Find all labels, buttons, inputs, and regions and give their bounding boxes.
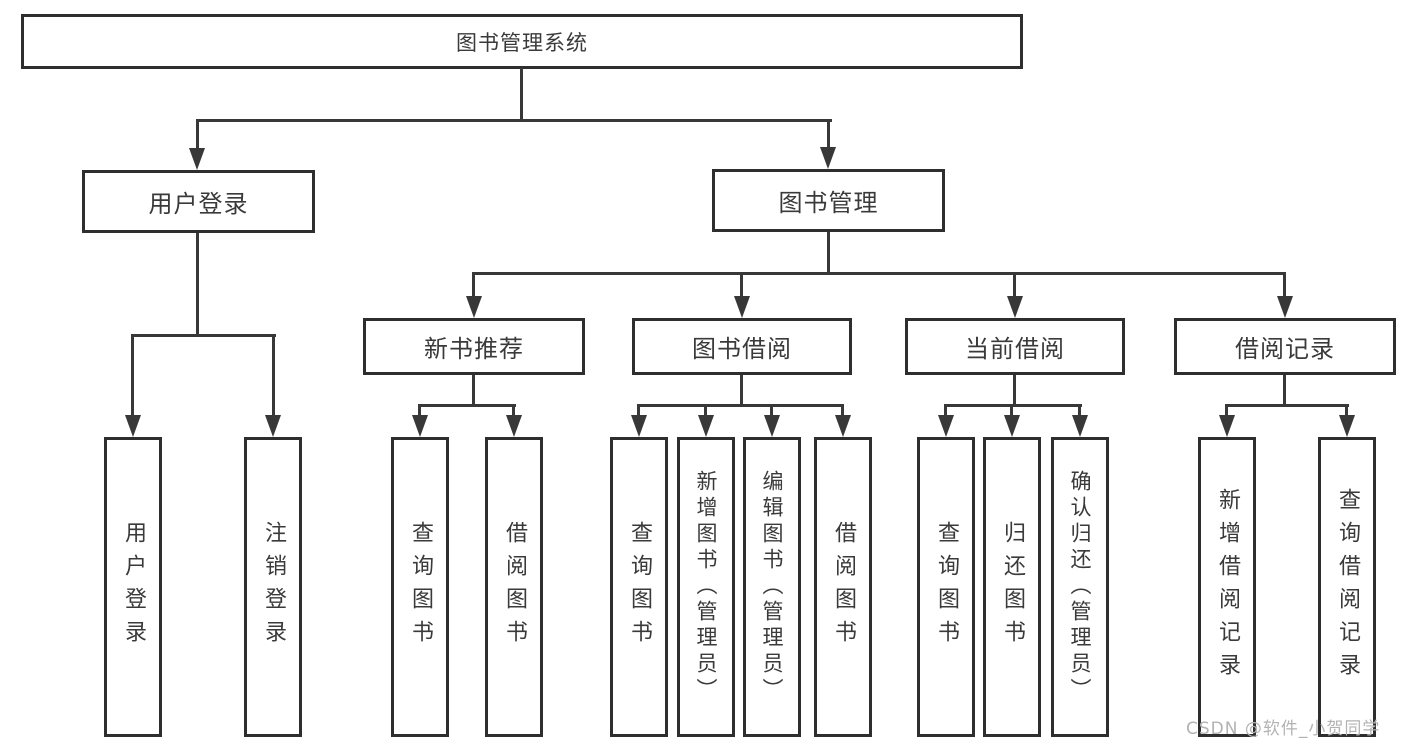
node-user-login: 用户登录 — [82, 170, 315, 233]
connector-line — [472, 375, 475, 406]
connector-line — [512, 404, 515, 419]
leaf-query-borrow-record: 查询借阅记录 — [1318, 437, 1376, 737]
connector-line — [1078, 404, 1081, 419]
connector-line — [1283, 375, 1286, 406]
connector-line — [1225, 404, 1228, 419]
arrow-down-icon — [764, 415, 780, 437]
leaf-label: 归还图书 — [1000, 521, 1025, 653]
connector-line — [944, 404, 947, 419]
node-root-label: 图书管理系统 — [456, 30, 588, 55]
arrow-down-icon — [1219, 415, 1235, 437]
leaf-query-books-borrow: 查询图书 — [610, 437, 668, 737]
arrow-down-icon — [189, 148, 205, 170]
connector-line — [418, 404, 516, 407]
node-user-login-label: 用户登录 — [148, 190, 249, 218]
connector-line — [1013, 375, 1016, 406]
node-root: 图书管理系统 — [21, 14, 1023, 69]
arrow-down-icon — [734, 296, 750, 318]
arrow-down-icon — [412, 415, 428, 437]
connector-line — [944, 404, 1082, 407]
connector-line — [272, 334, 275, 419]
node-current-borrow: 当前借阅 — [905, 318, 1125, 375]
arrow-down-icon — [835, 415, 851, 437]
connector-line — [472, 272, 1286, 275]
node-borrow-records: 借阅记录 — [1174, 318, 1396, 375]
connector-line — [131, 334, 276, 337]
csdn-watermark: CSDN @软件_小贺同学 — [1186, 719, 1381, 739]
connector-line — [1225, 404, 1349, 407]
connector-line — [131, 334, 134, 419]
connector-line — [520, 68, 523, 121]
arrow-down-icon — [1004, 415, 1020, 437]
leaf-borrow-books: 借阅图书 — [814, 437, 872, 737]
arrow-down-icon — [631, 415, 647, 437]
connector-line — [196, 119, 832, 122]
connector-line — [472, 272, 475, 298]
node-borrow-records-label: 借阅记录 — [1235, 335, 1335, 363]
connector-line — [196, 233, 199, 337]
leaf-query-books-recommend: 查询图书 — [391, 437, 449, 737]
arrow-down-icon — [938, 415, 954, 437]
leaf-label: 借阅图书 — [502, 521, 527, 653]
leaf-label: 查询图书 — [627, 521, 652, 653]
leaf-logout: 注销登录 — [244, 437, 302, 737]
node-book-management-label: 图书管理 — [778, 189, 879, 217]
leaf-add-books-admin: 新增图书（管理员） — [677, 437, 735, 737]
connector-line — [827, 232, 830, 275]
connector-line — [740, 375, 743, 406]
leaf-add-borrow-record: 新增借阅记录 — [1198, 437, 1256, 737]
node-book-borrow: 图书借阅 — [632, 318, 852, 375]
leaf-label: 编辑图书（管理员） — [760, 470, 784, 704]
leaf-label: 借阅图书 — [831, 521, 856, 653]
connector-line — [704, 404, 707, 419]
arrow-down-icon — [698, 415, 714, 437]
leaf-label: 用户登录 — [121, 521, 146, 653]
arrow-down-icon — [466, 296, 482, 318]
arrow-down-icon — [1007, 296, 1023, 318]
node-book-borrow-label: 图书借阅 — [692, 335, 792, 363]
connector-line — [1283, 272, 1286, 298]
leaf-label: 确认归还（管理员） — [1068, 470, 1092, 704]
connector-line — [196, 119, 199, 150]
leaf-return-books: 归还图书 — [983, 437, 1041, 737]
connector-line — [1010, 404, 1013, 419]
connector-line — [740, 272, 743, 298]
leaf-confirm-return-admin: 确认归还（管理员） — [1051, 437, 1109, 737]
node-current-borrow-label: 当前借阅 — [965, 335, 1065, 363]
leaf-borrow-books-recommend: 借阅图书 — [485, 437, 543, 737]
leaf-query-books-current: 查询图书 — [917, 437, 975, 737]
arrow-down-icon — [1277, 296, 1293, 318]
leaf-label: 查询图书 — [934, 521, 959, 653]
arrow-down-icon — [820, 147, 836, 169]
leaf-label: 查询图书 — [408, 521, 433, 653]
leaf-label: 新增图书（管理员） — [694, 470, 718, 704]
connector-line — [841, 404, 844, 419]
arrow-down-icon — [125, 415, 141, 437]
leaf-label: 查询借阅记录 — [1335, 488, 1360, 686]
leaf-label: 新增借阅记录 — [1215, 488, 1240, 686]
connector-line — [637, 404, 640, 419]
node-book-management: 图书管理 — [712, 169, 945, 232]
leaf-label: 注销登录 — [261, 521, 286, 653]
node-new-book-recommend-label: 新书推荐 — [424, 335, 524, 363]
connector-line — [1345, 404, 1348, 419]
node-new-book-recommend: 新书推荐 — [363, 318, 585, 375]
arrow-down-icon — [265, 415, 281, 437]
leaf-user-login: 用户登录 — [104, 437, 162, 737]
connector-line — [637, 404, 844, 407]
arrow-down-icon — [506, 415, 522, 437]
connector-line — [770, 404, 773, 419]
arrow-down-icon — [1339, 415, 1355, 437]
connector-line — [1013, 272, 1016, 298]
connector-line — [827, 119, 830, 150]
arrow-down-icon — [1072, 415, 1088, 437]
leaf-edit-books-admin: 编辑图书（管理员） — [743, 437, 801, 737]
connector-line — [418, 404, 421, 419]
